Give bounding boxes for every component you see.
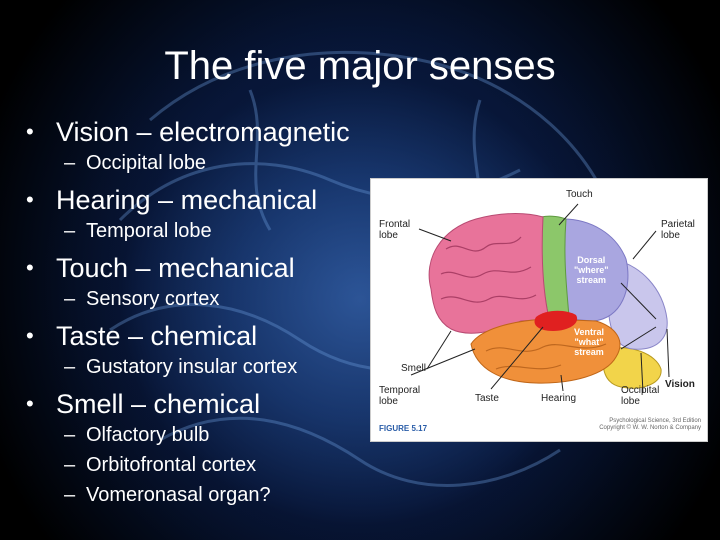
sub-bullet: –Olfactory bulb — [26, 420, 386, 450]
figure-caption: FIGURE 5.17 — [379, 424, 428, 433]
sub-dash: – — [64, 454, 76, 476]
label-temporal-lobe: Temporal lobe — [379, 385, 421, 407]
sub-bullet-text: Sensory cortex — [86, 288, 220, 310]
frontal-lobe — [428, 213, 550, 334]
bullet-vision: • Vision – electromagnetic — [26, 116, 386, 148]
bullet-taste: • Taste – chemical — [26, 320, 386, 352]
sub-bullet-text: Occipital lobe — [86, 152, 207, 174]
brain-diagram — [410, 203, 670, 394]
label-smell: Smell — [401, 363, 427, 374]
bullet-text: Smell – chemical — [56, 389, 261, 419]
bullet-text: Vision – electromagnetic — [56, 117, 350, 147]
label-ventral-stream: Ventral "what" stream — [574, 327, 605, 357]
sub-dash: – — [64, 356, 76, 378]
sub-bullet: –Vomeronasal organ? — [26, 480, 386, 510]
bullet-dot: • — [26, 391, 34, 416]
bullet-dot: • — [26, 187, 34, 212]
sub-bullet: –Sensory cortex — [26, 284, 386, 314]
sub-bullet-text: Olfactory bulb — [86, 424, 210, 446]
sub-bullet: –Occipital lobe — [26, 148, 386, 178]
bullet-touch: • Touch – mechanical — [26, 252, 386, 284]
label-vision: Vision — [665, 379, 695, 390]
sub-bullet: –Orbitofrontal cortex — [26, 450, 386, 480]
bullet-text: Taste – chemical — [56, 321, 258, 351]
brain-figure: Touch Frontal lobe Parietal lobe Dorsal … — [370, 178, 708, 442]
figure-credit: Psychological Science, 3rd Edition Copyr… — [599, 418, 701, 431]
cerebellum — [602, 347, 662, 389]
sub-bullet-text: Gustatory insular cortex — [86, 356, 298, 378]
sub-dash: – — [64, 288, 76, 310]
bullet-hearing: • Hearing – mechanical — [26, 184, 386, 216]
label-taste: Taste — [475, 393, 499, 404]
sub-dash: – — [64, 424, 76, 446]
sub-bullet-text: Temporal lobe — [86, 220, 212, 242]
bullet-text: Hearing – mechanical — [56, 185, 318, 215]
insula — [534, 310, 578, 331]
label-touch: Touch — [566, 189, 593, 200]
sub-dash: – — [64, 220, 76, 242]
label-frontal-lobe: Frontal lobe — [379, 219, 411, 241]
sub-bullet: –Temporal lobe — [26, 216, 386, 246]
label-dorsal-stream: Dorsal "where" stream — [574, 255, 609, 285]
slide-title: The five major senses — [164, 44, 556, 88]
bullet-text: Touch – mechanical — [56, 253, 295, 283]
sub-dash: – — [64, 152, 76, 174]
label-occipital-lobe: Occipital lobe — [621, 385, 660, 407]
label-hearing: Hearing — [541, 393, 577, 404]
bullet-dot: • — [26, 255, 34, 280]
sub-bullet-text: Orbitofrontal cortex — [86, 454, 257, 476]
bullet-dot: • — [26, 119, 34, 144]
sub-dash: – — [64, 484, 76, 506]
bullet-dot: • — [26, 323, 34, 348]
sub-bullet-text: Vomeronasal organ? — [86, 484, 271, 506]
label-parietal-lobe: Parietal lobe — [661, 219, 695, 241]
bullet-smell: • Smell – chemical — [26, 388, 386, 420]
bullet-list: •Vision – electromagnetic –Occipital lob… — [26, 116, 386, 510]
sub-bullet: –Gustatory insular cortex — [26, 352, 386, 382]
